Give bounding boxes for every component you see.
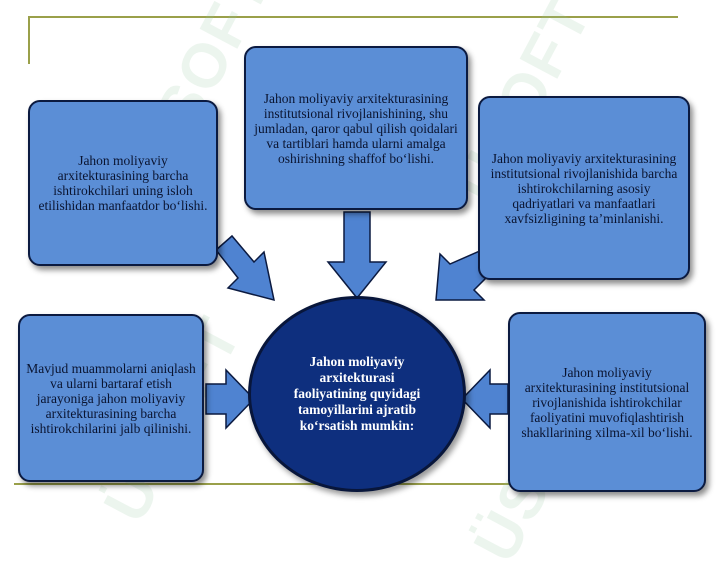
principle-text-top-left: Jahon moliyaviy arxitekturasining barcha…: [38, 153, 208, 213]
principle-box-top: Jahon moliyaviy arxitekturasining instit…: [244, 46, 468, 210]
principle-text-bottom-right: Jahon moliyaviy arxitekturasining instit…: [521, 364, 693, 440]
arrow-top-left: [214, 234, 275, 302]
arrow-top: [326, 211, 388, 300]
arrow-left: [205, 368, 256, 430]
principle-box-bottom-left: Mavjud muammolarni aniqlash va ularni ba…: [18, 314, 204, 482]
principle-text-bottom-left: Mavjud muammolarni aniqlash va ularni ba…: [26, 360, 196, 436]
principle-text-top: Jahon moliyaviy arxitekturasining instit…: [254, 90, 458, 166]
central-ellipse: Jahon moliyaviy arxitekturasi faoliyatin…: [248, 296, 466, 492]
principle-box-bottom-right: Jahon moliyaviy arxitekturasining instit…: [508, 312, 706, 492]
principle-box-top-left: Jahon moliyaviy arxitekturasining barcha…: [28, 100, 218, 266]
central-text: Jahon moliyaviy arxitekturasi faoliyatin…: [293, 354, 421, 433]
principle-box-top-right: Jahon moliyaviy arxitekturasining instit…: [478, 96, 690, 280]
frame-left-line: [28, 16, 30, 64]
arrow-right: [460, 368, 509, 430]
frame-top-line: [28, 16, 678, 18]
principle-text-top-right: Jahon moliyaviy arxitekturasining instit…: [490, 150, 678, 226]
